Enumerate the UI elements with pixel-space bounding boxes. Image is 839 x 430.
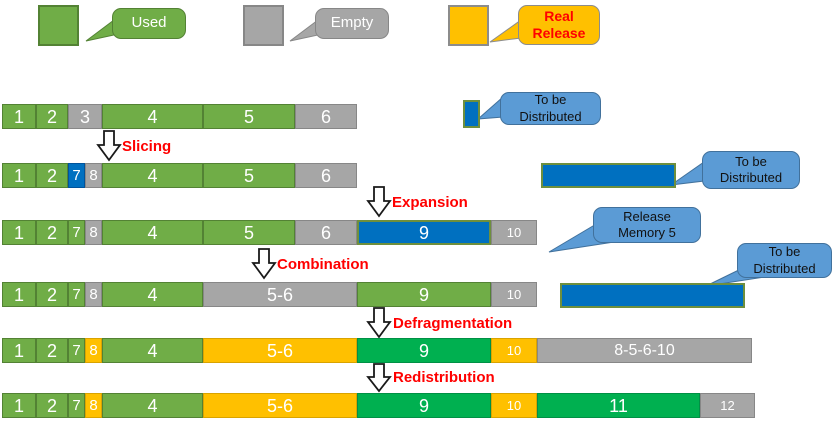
block-2: 2 [36,282,68,307]
slicing-arrow-icon [96,130,122,162]
block-4: 4 [102,393,203,418]
block-11: 11 [537,393,700,418]
block-4: 4 [102,163,203,188]
block-8: 8 [85,220,102,245]
block-3: 3 [68,104,102,129]
block-4: 4 [102,104,203,129]
block-7: 7 [68,393,85,418]
to-be-distributed-text-3: To be Distributed [753,244,816,276]
legend-empty-label: Empty [330,14,374,32]
block-2: 2 [36,393,68,418]
legend-used-bubble: Used [112,8,186,39]
to-be-distributed-bubble-1: To be Distributed [500,92,601,125]
block-2: 2 [36,220,68,245]
legend-real-release-bubble: Real Release [518,5,600,45]
block-9: 9 [357,282,491,307]
block-7: 7 [68,282,85,307]
block-2: 2 [36,104,68,129]
block-10: 10 [491,282,537,307]
block-5-6: 5-6 [203,338,357,363]
block-5-6: 5-6 [203,282,357,307]
block-5: 5 [203,220,295,245]
expansion-label: Expansion [392,194,468,211]
real-release-callout-tail [489,19,522,43]
block-7: 7 [68,163,85,188]
legend-empty-square [243,5,284,46]
block-1: 1 [2,393,36,418]
block-10: 10 [491,338,537,363]
block-1: 1 [2,220,36,245]
release-memory-5-text: Release Memory 5 [618,208,676,240]
block-10: 10 [491,393,537,418]
defragmentation-arrow-icon [366,307,392,339]
used-callout-tail [85,19,115,42]
expansion-arrow-icon [366,186,392,218]
block-6: 6 [295,220,357,245]
block-8: 8 [85,393,102,418]
legend-empty-bubble: Empty [315,8,389,39]
block-4: 4 [102,282,203,307]
to-be-distributed-bubble-2: To be Distributed [702,151,800,189]
defragmentation-label: Defragmentation [393,315,513,332]
to-be-distributed-text-2: To be Distributed [719,153,783,185]
block-8: 8 [85,163,102,188]
redistribution-arrow-icon [366,363,392,393]
release-memory-5-bubble: Release Memory 5 [593,207,701,243]
block-8-5-6-10: 8-5-6-10 [537,338,752,363]
block-6: 6 [295,163,357,188]
combination-label: Combination [277,256,369,273]
legend-used-label: Used [131,14,167,32]
to-be-distributed-text-1: To be Distributed [519,92,582,124]
block-10: 10 [491,220,537,245]
block-4: 4 [102,338,203,363]
empty-callout-tail [289,19,319,42]
block-6: 6 [295,104,357,129]
block-4: 4 [102,220,203,245]
block-9: 9 [357,393,491,418]
block-1: 1 [2,104,36,129]
block-9: 9 [357,338,491,363]
block-1: 1 [2,282,36,307]
to-be-distributed-chip [463,100,480,128]
legend-real-release-square [448,5,489,46]
block-7: 7 [68,338,85,363]
to-be-distributed-bar-2 [560,283,745,308]
block-7: 7 [68,220,85,245]
legend-real-release-label: Real Release [532,7,586,42]
block-5: 5 [203,163,295,188]
redistribution-label: Redistribution [393,369,495,386]
slicing-label: Slicing [122,138,172,155]
to-be-distributed-bubble-3: To be Distributed [737,243,832,278]
block-2: 2 [36,338,68,363]
to-be-distributed-bar-1 [541,163,676,188]
block-1: 1 [2,338,36,363]
block-5-6: 5-6 [203,393,357,418]
block-1: 1 [2,163,36,188]
block-8: 8 [85,282,102,307]
block-2: 2 [36,163,68,188]
block-9: 9 [357,220,491,245]
block-8: 8 [85,338,102,363]
block-5: 5 [203,104,295,129]
block-12: 12 [700,393,755,418]
combination-arrow-icon [251,248,277,280]
legend-used-square [38,5,79,46]
